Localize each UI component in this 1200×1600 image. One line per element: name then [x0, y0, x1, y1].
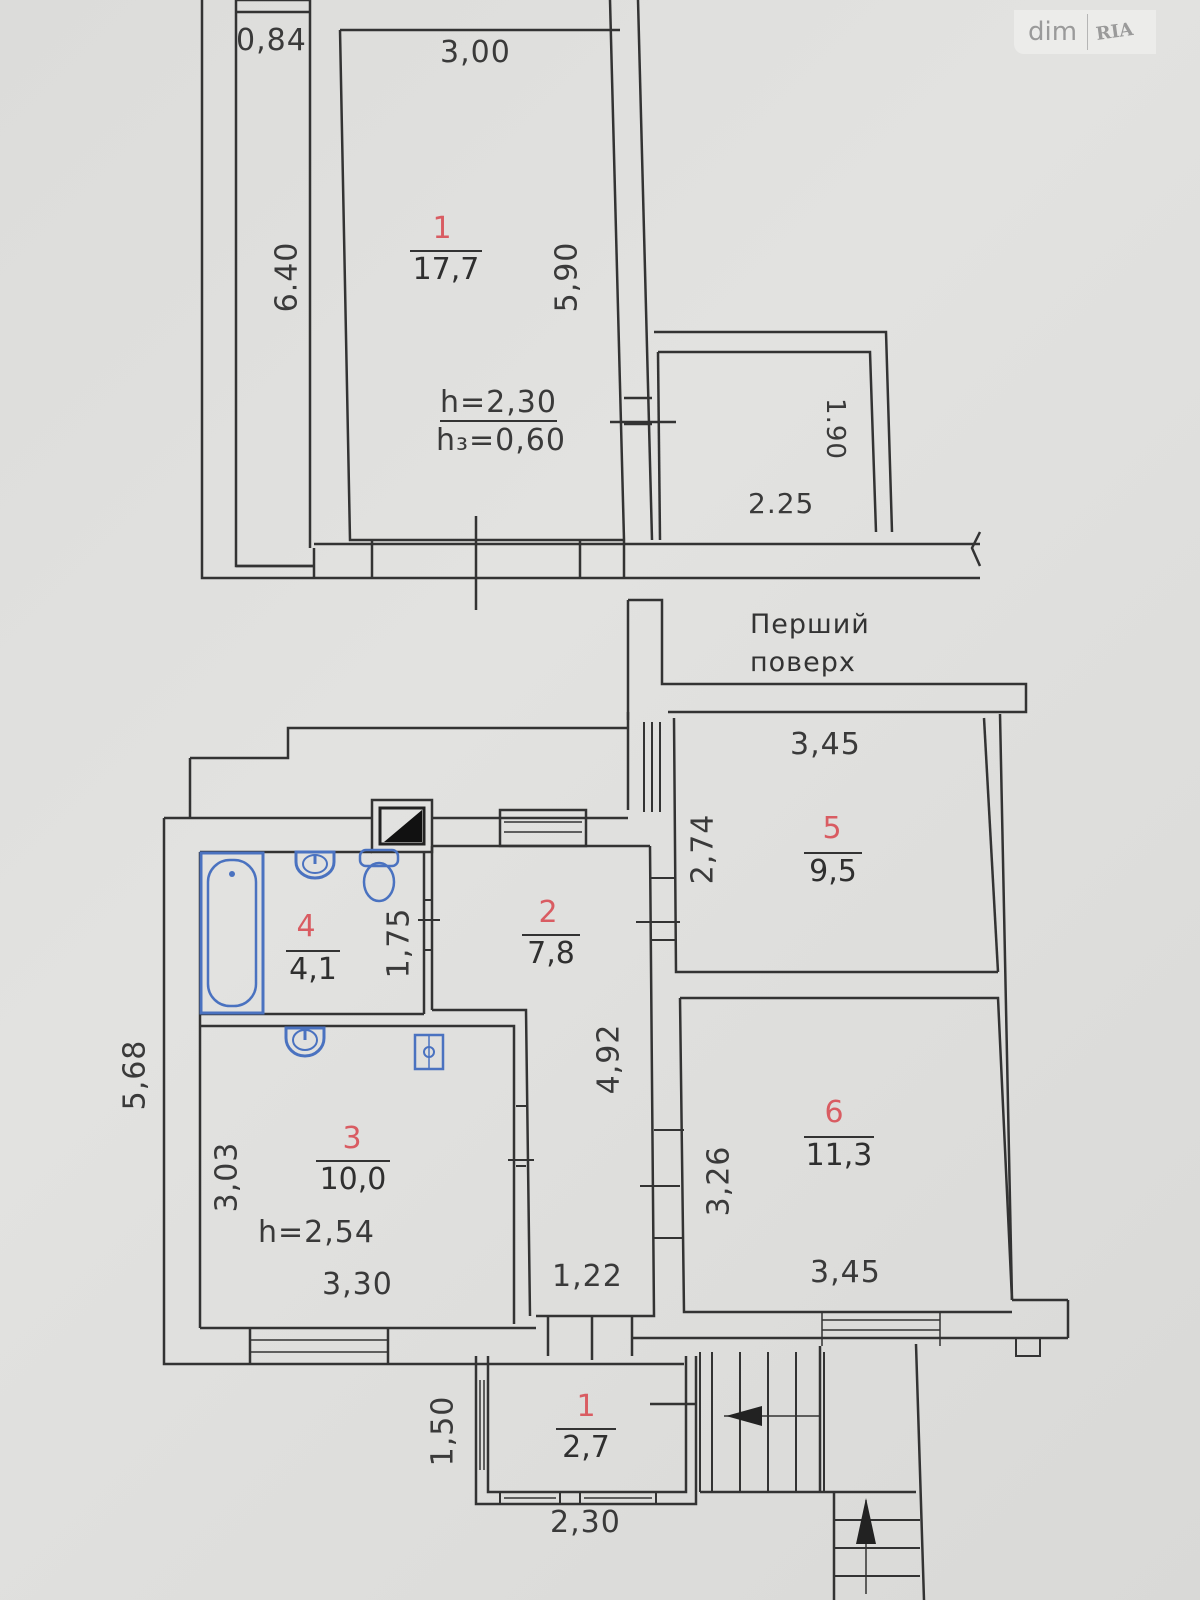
dim-ria-watermark: dim RIA [1014, 10, 1156, 54]
dim-room2-length: 4,92 [591, 1023, 627, 1095]
dim-room3-width: 3,30 [322, 1267, 393, 1302]
floor-label: Перший поверх [750, 606, 870, 682]
kitchen-sink-icon [284, 1026, 326, 1058]
dim-room4-height: 1,75 [381, 907, 417, 979]
dim-room1-length: 5,90 [549, 241, 585, 313]
room6-area: 11,3 [804, 1136, 874, 1173]
dim-room2-width: 1,22 [552, 1259, 623, 1294]
dim-annex-length: 1.90 [819, 398, 850, 460]
dim-vestibule-width: 2,30 [550, 1505, 621, 1540]
floor-label-line1: Перший [750, 609, 870, 640]
ceiling-height: h=2,30 [440, 385, 557, 422]
watermark-brand: dim [1014, 14, 1089, 50]
dim-vestibule-height: 1,50 [425, 1395, 461, 1467]
dim-room1-width: 3,00 [440, 35, 511, 70]
room1-number: 1 [576, 1389, 596, 1424]
toilet-icon [358, 848, 400, 903]
basement-height: h₃=0,60 [436, 423, 566, 458]
dim-overall-height: 5,68 [117, 1039, 153, 1111]
room3-area: 10,0 [316, 1160, 390, 1195]
watermark-partner-logo: RIA [1094, 18, 1135, 45]
room1-area: 2,7 [556, 1428, 616, 1463]
bathtub-icon [199, 851, 265, 1015]
room2-area: 7,8 [522, 934, 580, 969]
room4-number: 4 [296, 909, 316, 944]
room3-ceiling-height: h=2,54 [258, 1215, 375, 1250]
dim-room6-height: 3,26 [701, 1145, 737, 1217]
dim-corridor-width: 0,84 [236, 23, 307, 58]
bathroom-sink-icon [294, 850, 336, 880]
dim-annex-width: 2.25 [748, 487, 815, 520]
dim-room6-width: 3,45 [810, 1255, 881, 1290]
dim-corridor-length: 6.40 [269, 241, 305, 313]
upper-room-number: 1 [432, 211, 452, 246]
room5-area: 9,5 [804, 852, 862, 887]
stove-icon [413, 1033, 445, 1071]
room3-number: 3 [342, 1121, 362, 1156]
ventilation-shaft-icon [378, 806, 426, 846]
room6-number: 6 [824, 1095, 844, 1130]
room4-area: 4,1 [286, 950, 340, 985]
dim-room5-width: 3,45 [790, 727, 861, 762]
room2-number: 2 [538, 895, 558, 930]
room5-number: 5 [822, 811, 842, 846]
dim-room5-height: 2,74 [685, 813, 721, 885]
dim-room3-height: 3,03 [209, 1141, 245, 1213]
upper-room-area: 17,7 [410, 250, 482, 285]
floor-label-line2: поверх [750, 647, 856, 678]
